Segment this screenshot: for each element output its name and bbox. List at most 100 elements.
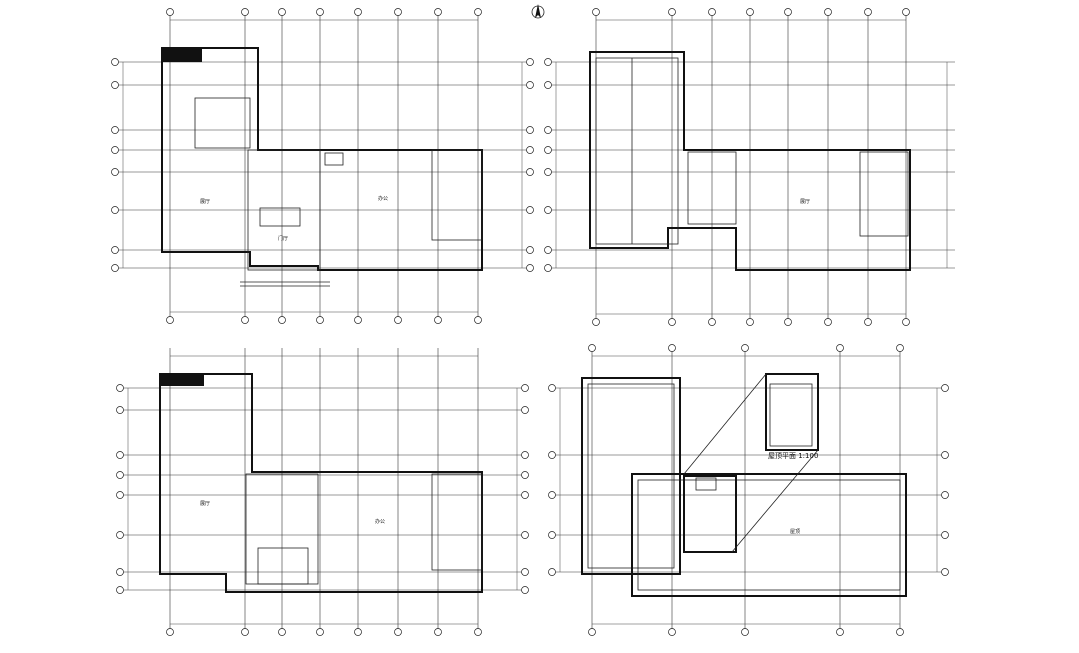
grid-bubble [896,344,904,352]
equipment-room [324,152,344,166]
grid-bubble [241,316,249,324]
roof-block-main [631,473,907,597]
plan-1-first-floor [111,8,534,324]
grid-bubble [521,531,529,539]
callout-inner-room [769,383,813,447]
grid-bubble [902,318,910,326]
upper-hall-inner [595,57,679,245]
grid-bubble [474,8,482,16]
grid-bubble [741,344,749,352]
north-arrow [531,4,545,19]
grid-bubble [116,568,124,576]
plan-2-second-floor [544,8,955,326]
grid-bubble [941,531,949,539]
grid-bubble [836,344,844,352]
grid-bubble [902,8,910,16]
callout-scale-label: 屋顶平面 1:100 [768,452,818,460]
grid-bubble [521,471,529,479]
grid-bubble [836,628,844,636]
grid-bubble [526,58,534,66]
grid-bubble [394,8,402,16]
grid-bubble [544,264,552,272]
grid-bubble [316,316,324,324]
grid-bubble [592,318,600,326]
plan-4-roof [548,344,949,636]
grid-bubble [941,491,949,499]
grid-bubble [548,531,556,539]
toilet-block [431,473,483,571]
grid-bubble [544,146,552,154]
grid-bubble [548,568,556,576]
grid-bubble [116,451,124,459]
room-labels: 展厅 办公 门厅 展厅 展厅 办公 屋顶 [200,195,810,535]
meeting-room [257,547,309,585]
grid-bubble [116,406,124,414]
grid-bubble [824,8,832,16]
grid-bubble [278,628,286,636]
stair-core-hatch [162,48,202,62]
grid-bubble [111,206,119,214]
grid-bubble [241,8,249,16]
grid-bubble [354,316,362,324]
plan-3-third-floor [116,348,529,636]
grid-bubble [278,316,286,324]
plan1-hall-label: 展厅 [200,199,210,205]
grid-bubble [111,81,119,89]
grid-bubble [434,316,442,324]
grid-bubble [111,246,119,254]
grid-bubble [116,384,124,392]
toilet-block [431,149,483,241]
grid-bubble [521,384,529,392]
plan4-roof-label: 屋顶 [790,529,800,535]
toilet-block [859,151,909,237]
grid-bubble [668,344,676,352]
grid-bubble [941,384,949,392]
grid-bubble [668,8,676,16]
plan1-office-label: 办公 [378,195,388,202]
grid-bubble [592,8,600,16]
grid-bubble [111,264,119,272]
grid-bubble [116,531,124,539]
grid-bubble [521,586,529,594]
grid-bubble [166,8,174,16]
grid-bubble [784,8,792,16]
grid-bubble [526,206,534,214]
grid-bubble [548,384,556,392]
grid-bubble [526,126,534,134]
plan1-lobby-label: 门厅 [278,235,288,242]
grid-bubble [434,628,442,636]
stair-penthouse [683,475,737,553]
grid-bubble [544,58,552,66]
grid-bubble [548,451,556,459]
grid-bubble [474,628,482,636]
stair-block [194,97,251,149]
grid-bubble [668,318,676,326]
grid-bubble [354,8,362,16]
building-outline [161,47,483,271]
grid-bubble [544,206,552,214]
grid-bubble [864,318,872,326]
grid-bubble [434,8,442,16]
grid-bubble [116,586,124,594]
grid-bubble [544,168,552,176]
grid-bubble [111,126,119,134]
grid-bubble [241,628,249,636]
grid-bubble [166,316,174,324]
callout-leader-1 [683,373,767,475]
grid-bubble [526,246,534,254]
grid-bubble [668,628,676,636]
grid-bubble [316,8,324,16]
grid-bubble [741,628,749,636]
grid-bubble [526,81,534,89]
grid-bubble [544,81,552,89]
grid-bubble [746,318,754,326]
grid-bubble [521,451,529,459]
plan3-hall-label: 展厅 [200,501,210,507]
callout-leader-2 [731,449,819,553]
stair-detail [695,477,717,491]
grid-bubble [116,491,124,499]
grid-bubble [474,316,482,324]
grid-bubble [116,471,124,479]
grid-bubble [548,491,556,499]
grid-bubble [708,318,716,326]
